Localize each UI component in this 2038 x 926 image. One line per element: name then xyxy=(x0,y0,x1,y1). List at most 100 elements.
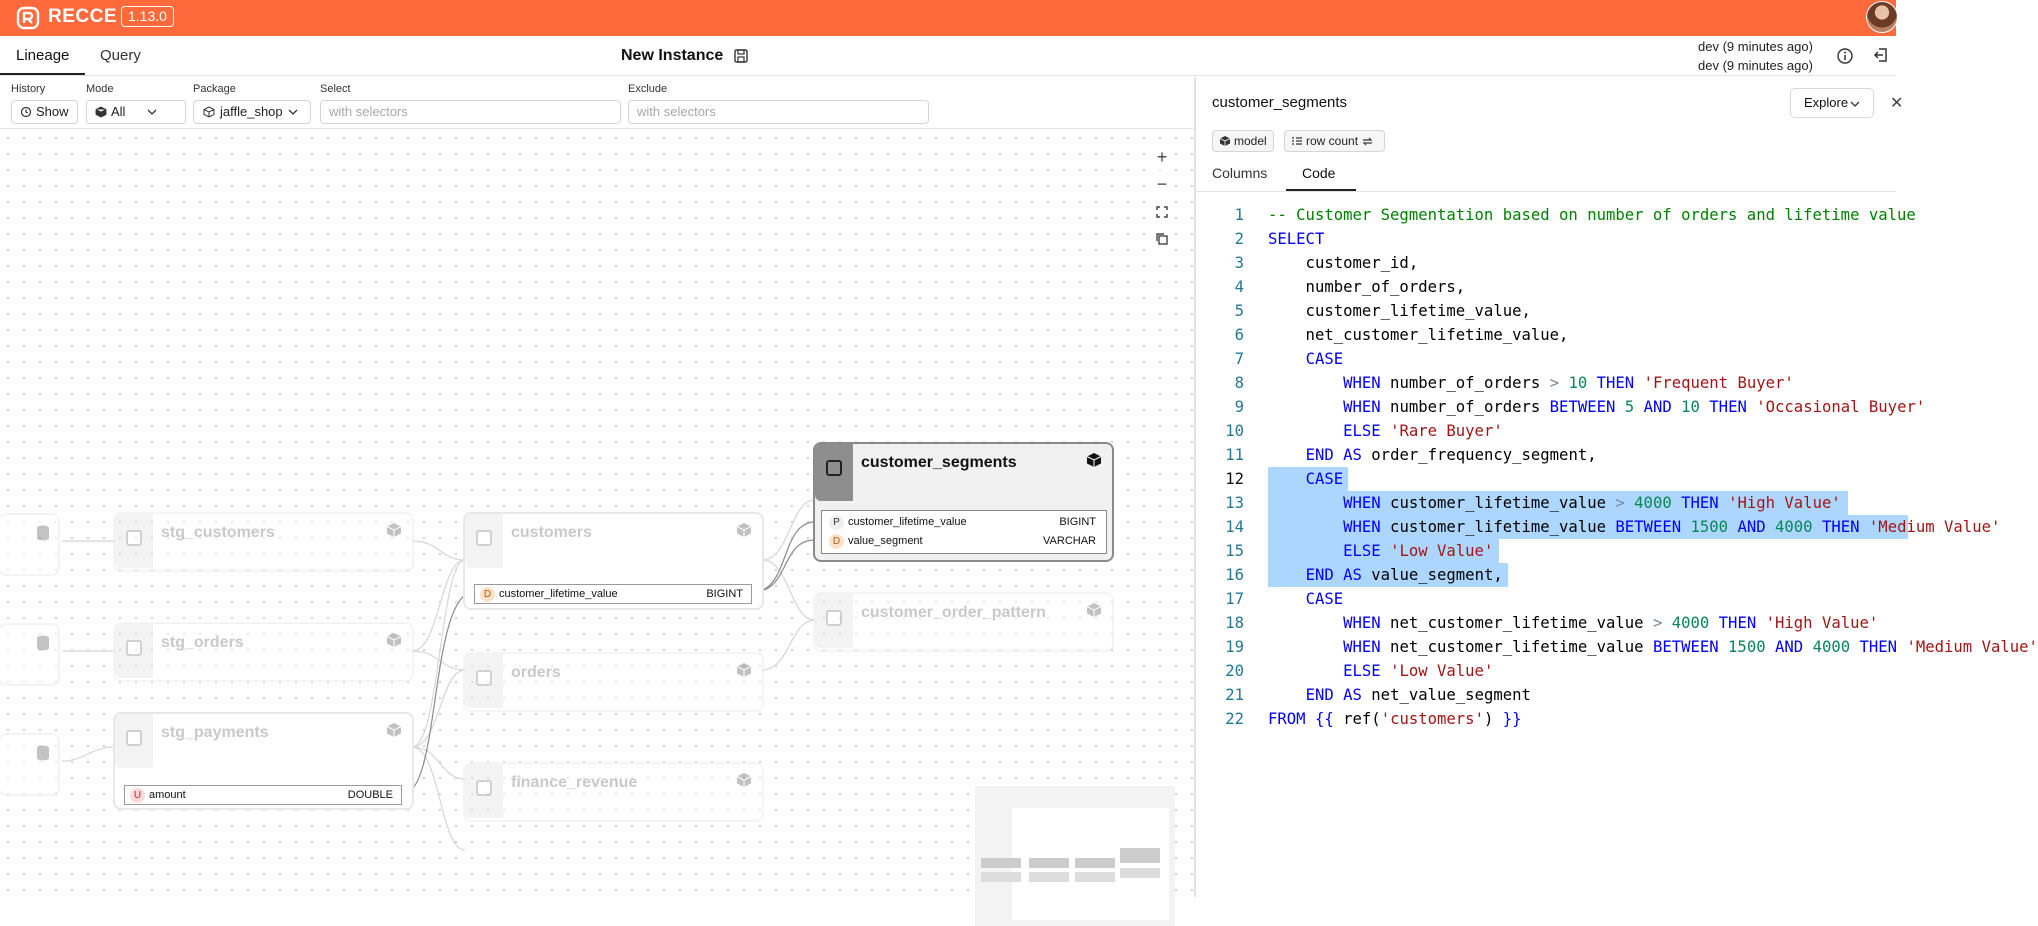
copy-image-icon[interactable] xyxy=(1150,227,1174,251)
info-icon[interactable] xyxy=(1836,47,1854,65)
node-checkbox[interactable] xyxy=(826,610,842,626)
code-line[interactable]: 6 net_customer_lifetime_value, xyxy=(1196,323,1896,347)
source-node[interactable] xyxy=(0,513,60,576)
source-node[interactable] xyxy=(0,733,60,796)
code-line[interactable]: 8 WHEN number_of_orders > 10 THEN 'Frequ… xyxy=(1196,371,1896,395)
column-row[interactable]: U amount DOUBLE xyxy=(124,785,402,805)
tag-label: row count xyxy=(1306,134,1359,148)
code-line[interactable]: 12 CASE xyxy=(1196,467,1896,491)
exit-icon[interactable] xyxy=(1872,46,1890,64)
column-row[interactable]: P customer_lifetime_value BIGINT xyxy=(824,513,1104,533)
node-checkbox[interactable] xyxy=(126,730,142,746)
code-line[interactable]: 15 ELSE 'Low Value' xyxy=(1196,539,1896,563)
code-line[interactable]: 1-- Customer Segmentation based on numbe… xyxy=(1196,203,1916,227)
explore-button[interactable]: Explore xyxy=(1790,88,1874,118)
history-value: Show xyxy=(36,104,69,119)
nav-bar: Lineage Query New Instance dev (9 minute… xyxy=(0,36,1896,76)
code-line[interactable]: 11 END AS order_frequency_segment, xyxy=(1196,443,1896,467)
source-node[interactable] xyxy=(0,623,60,686)
mode-value: All xyxy=(111,104,126,119)
line-number: 16 xyxy=(1225,566,1244,584)
node-customer-order-pattern[interactable]: customer_order_pattern xyxy=(813,592,1114,652)
refresh-icon[interactable] xyxy=(1361,135,1374,148)
line-number: 3 xyxy=(1234,254,1244,272)
node-customers[interactable]: customers D customer_lifetime_value BIGI… xyxy=(463,512,764,610)
code-line[interactable]: 16 END AS value_segment, xyxy=(1196,563,1896,587)
code-line[interactable]: 9 WHEN number_of_orders BETWEEN 5 AND 10… xyxy=(1196,395,1926,419)
node-stg-orders[interactable]: stg_orders xyxy=(113,622,414,682)
column-name: value_segment xyxy=(848,535,923,547)
node-selector xyxy=(115,624,153,678)
save-icon[interactable] xyxy=(733,48,749,64)
package-select[interactable]: jaffle_shop xyxy=(193,100,311,124)
node-customer-segments[interactable]: customer_segments P customer_lifetime_va… xyxy=(813,442,1114,562)
code-line[interactable]: 7 CASE xyxy=(1196,347,1896,371)
code-line[interactable]: 19 WHEN net_customer_lifetime_value BETW… xyxy=(1196,635,2038,659)
tag-label: model xyxy=(1234,134,1267,148)
code-text: number_of_orders, xyxy=(1268,278,1466,296)
column-row[interactable]: D customer_lifetime_value BIGINT xyxy=(474,584,752,604)
column-name: customer_lifetime_value xyxy=(848,516,967,528)
row-count-tag[interactable]: row count xyxy=(1284,130,1386,152)
minimap-node xyxy=(1029,858,1069,868)
code-line[interactable]: 14 WHEN customer_lifetime_value BETWEEN … xyxy=(1196,515,2000,539)
node-stg-payments[interactable]: stg_payments U amount DOUBLE xyxy=(113,712,414,810)
line-number: 14 xyxy=(1225,518,1244,536)
tab-columns[interactable]: Columns xyxy=(1212,165,1268,181)
code-text: CASE xyxy=(1305,470,1344,488)
code-text: SELECT xyxy=(1268,230,1325,248)
node-orders[interactable]: orders xyxy=(463,652,764,712)
minimap[interactable] xyxy=(975,786,1175,926)
tab-lineage[interactable]: Lineage xyxy=(16,47,70,64)
user-avatar[interactable] xyxy=(1866,1,1898,33)
base-env-status: dev (9 minutes ago) xyxy=(1698,39,1813,54)
column-row[interactable]: D value_segment VARCHAR xyxy=(824,532,1104,552)
node-checkbox[interactable] xyxy=(476,780,492,796)
code-line[interactable]: 17 CASE xyxy=(1196,587,1896,611)
selection-highlight xyxy=(1268,515,1908,539)
code-text: WHEN customer_lifetime_value > 4000 THEN… xyxy=(1343,494,1841,512)
zoom-out-button[interactable]: − xyxy=(1150,173,1174,197)
line-number: 8 xyxy=(1234,374,1244,392)
model-icon xyxy=(736,523,752,537)
code-line[interactable]: 3 customer_id, xyxy=(1196,251,1896,275)
node-stg-customers[interactable]: stg_customers xyxy=(113,512,414,572)
code-text: WHEN customer_lifetime_value BETWEEN 150… xyxy=(1343,518,2001,536)
zoom-in-button[interactable]: + xyxy=(1150,146,1174,170)
exclude-input[interactable]: with selectors xyxy=(628,100,929,124)
node-finance-revenue[interactable]: finance_revenue xyxy=(463,762,764,822)
column-name: customer_lifetime_value xyxy=(499,588,618,600)
code-line[interactable]: 13 WHEN customer_lifetime_value > 4000 T… xyxy=(1196,491,1896,515)
history-toggle[interactable]: Show xyxy=(11,100,78,124)
node-checkbox[interactable] xyxy=(476,530,492,546)
mode-select[interactable]: All xyxy=(86,100,186,124)
node-checkbox[interactable] xyxy=(826,460,842,476)
code-line[interactable]: 4 number_of_orders, xyxy=(1196,275,1896,299)
lineage-edges xyxy=(61,499,816,851)
cube-icon xyxy=(1219,136,1231,146)
fit-view-icon[interactable] xyxy=(1150,200,1174,224)
code-line[interactable]: 5 customer_lifetime_value, xyxy=(1196,299,1896,323)
close-icon[interactable]: ✕ xyxy=(1890,95,1904,112)
model-icon xyxy=(1086,603,1102,617)
code-line[interactable]: 20 ELSE 'Low Value' xyxy=(1196,659,1896,683)
node-checkbox[interactable] xyxy=(476,670,492,686)
select-input[interactable]: with selectors xyxy=(320,100,621,124)
code-line[interactable]: 18 WHEN net_customer_lifetime_value > 40… xyxy=(1196,611,1896,635)
code-line[interactable]: 21 END AS net_value_segment xyxy=(1196,683,1896,707)
panel-resize-handle[interactable] xyxy=(1194,77,1196,897)
code-text: END AS order_frequency_segment, xyxy=(1305,446,1597,464)
node-checkbox[interactable] xyxy=(126,640,142,656)
node-checkbox[interactable] xyxy=(126,530,142,546)
history-icon xyxy=(20,106,32,118)
tab-query[interactable]: Query xyxy=(100,47,141,64)
line-number: 18 xyxy=(1225,614,1244,632)
selection-highlight xyxy=(1268,539,1499,563)
select-label: Select xyxy=(320,83,351,95)
code-editor[interactable]: 1-- Customer Segmentation based on numbe… xyxy=(1196,195,2038,895)
tab-code[interactable]: Code xyxy=(1302,165,1336,181)
code-line[interactable]: 10 ELSE 'Rare Buyer' xyxy=(1196,419,1896,443)
lineage-canvas[interactable]: + − xyxy=(0,130,1194,926)
